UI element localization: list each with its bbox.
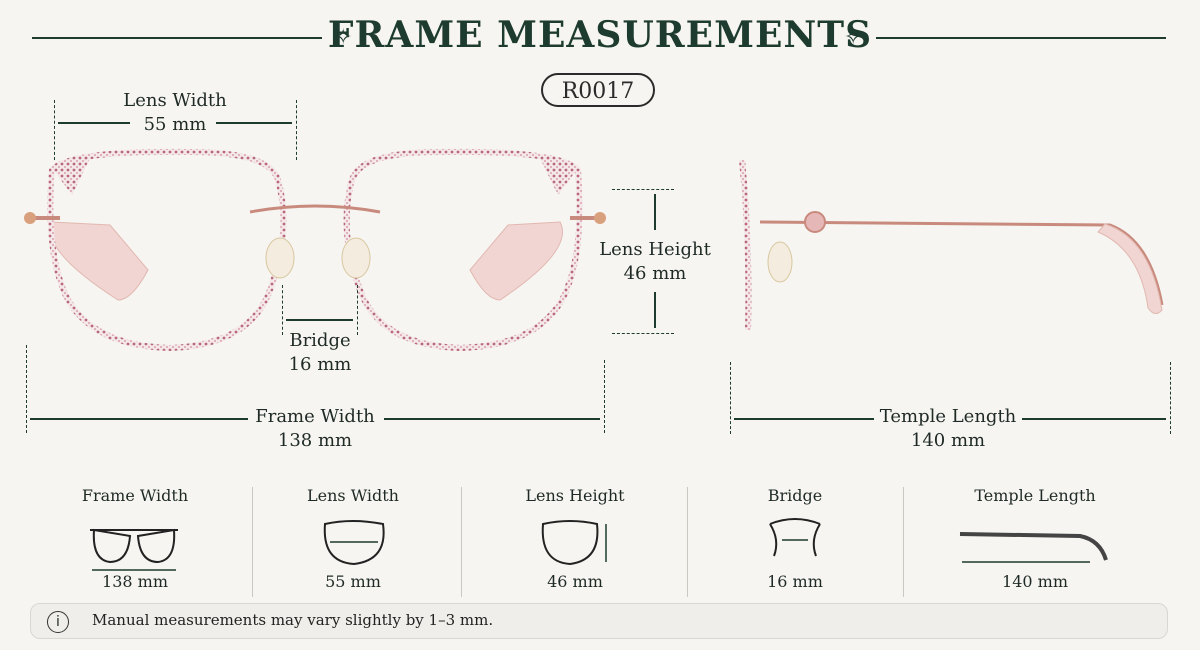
title-rule-left [32,37,322,39]
temple-length-guide-right [1170,362,1171,434]
summary-divider [687,487,688,597]
temple-length-guide-left [730,362,731,434]
right-lens-rim [343,148,583,352]
model-badge: R0017 [541,73,655,107]
lens-width-icon [323,520,385,566]
bridge-bar [249,204,381,214]
side-temple [759,220,1164,306]
lens-height-arrow [654,292,656,328]
lens-height-label: Lens Height 46 mm [599,239,711,284]
lens-height-guide-bottom [612,333,674,334]
note-bar [30,603,1168,639]
summary-icons [90,518,1108,571]
lens-width-guide-left [54,100,55,160]
frame-width-guide-left [26,345,27,433]
lens-width-arrow [216,122,292,124]
summary-divider [252,487,253,597]
title-rule-right [876,37,1166,39]
summary-bridge-title: Bridge [767,486,823,505]
page-title: FRAME MEASUREMENTS [327,14,873,56]
summary-bridge-value: 16 mm [767,572,823,591]
lens-width-arrow [58,122,130,124]
summary-lens-width-title: Lens Width [307,486,399,505]
summary-lens-height-title: Lens Height [525,486,625,505]
bridge-label: Bridge 16 mm [288,330,352,375]
frame-width-icon [90,528,178,571]
note-text: Manual measurements may vary slightly by… [92,611,494,629]
temple-length-icon [959,532,1108,563]
lens-width-guide-right [296,100,297,160]
summary-divider [461,487,462,597]
sparkle-icon: ✧ [334,25,353,50]
side-lens [739,159,752,331]
temple-length-label: Temple Length 140 mm [879,406,1017,451]
nose-pad-left [265,237,295,279]
summary-lens-width-value: 55 mm [325,572,381,591]
bridge-icon [769,518,821,557]
summary-frame-width-title: Frame Width [81,486,189,505]
frame-width-arrow [384,418,600,420]
lens-height-arrow [654,194,656,230]
frame-width-arrow [30,418,248,420]
lens-height-icon [541,520,607,566]
frame-width-guide-right [604,360,605,433]
lens-height-guide-top [612,189,674,190]
summary-divider [903,487,904,597]
summary-lens-height-value: 46 mm [547,572,603,591]
summary-frame-width-value: 138 mm [102,572,168,591]
frame-width-label: Frame Width 138 mm [255,406,375,451]
bridge-guide-left [282,285,283,335]
lens-width-label: Lens Width 55 mm [123,90,227,135]
sparkle-icon: ✧ [844,25,863,50]
temple-length-arrow [734,418,874,420]
bridge-arrow [286,319,353,321]
right-temple [469,221,563,301]
summary-temple-length-value: 140 mm [1002,572,1068,591]
left-lens-rim [47,148,287,352]
summary-temple-length-title: Temple Length [974,486,1096,505]
bridge-guide-right [357,285,358,335]
info-icon: i [47,611,69,633]
temple-length-arrow [1022,418,1166,420]
nose-pad-right [341,237,371,279]
